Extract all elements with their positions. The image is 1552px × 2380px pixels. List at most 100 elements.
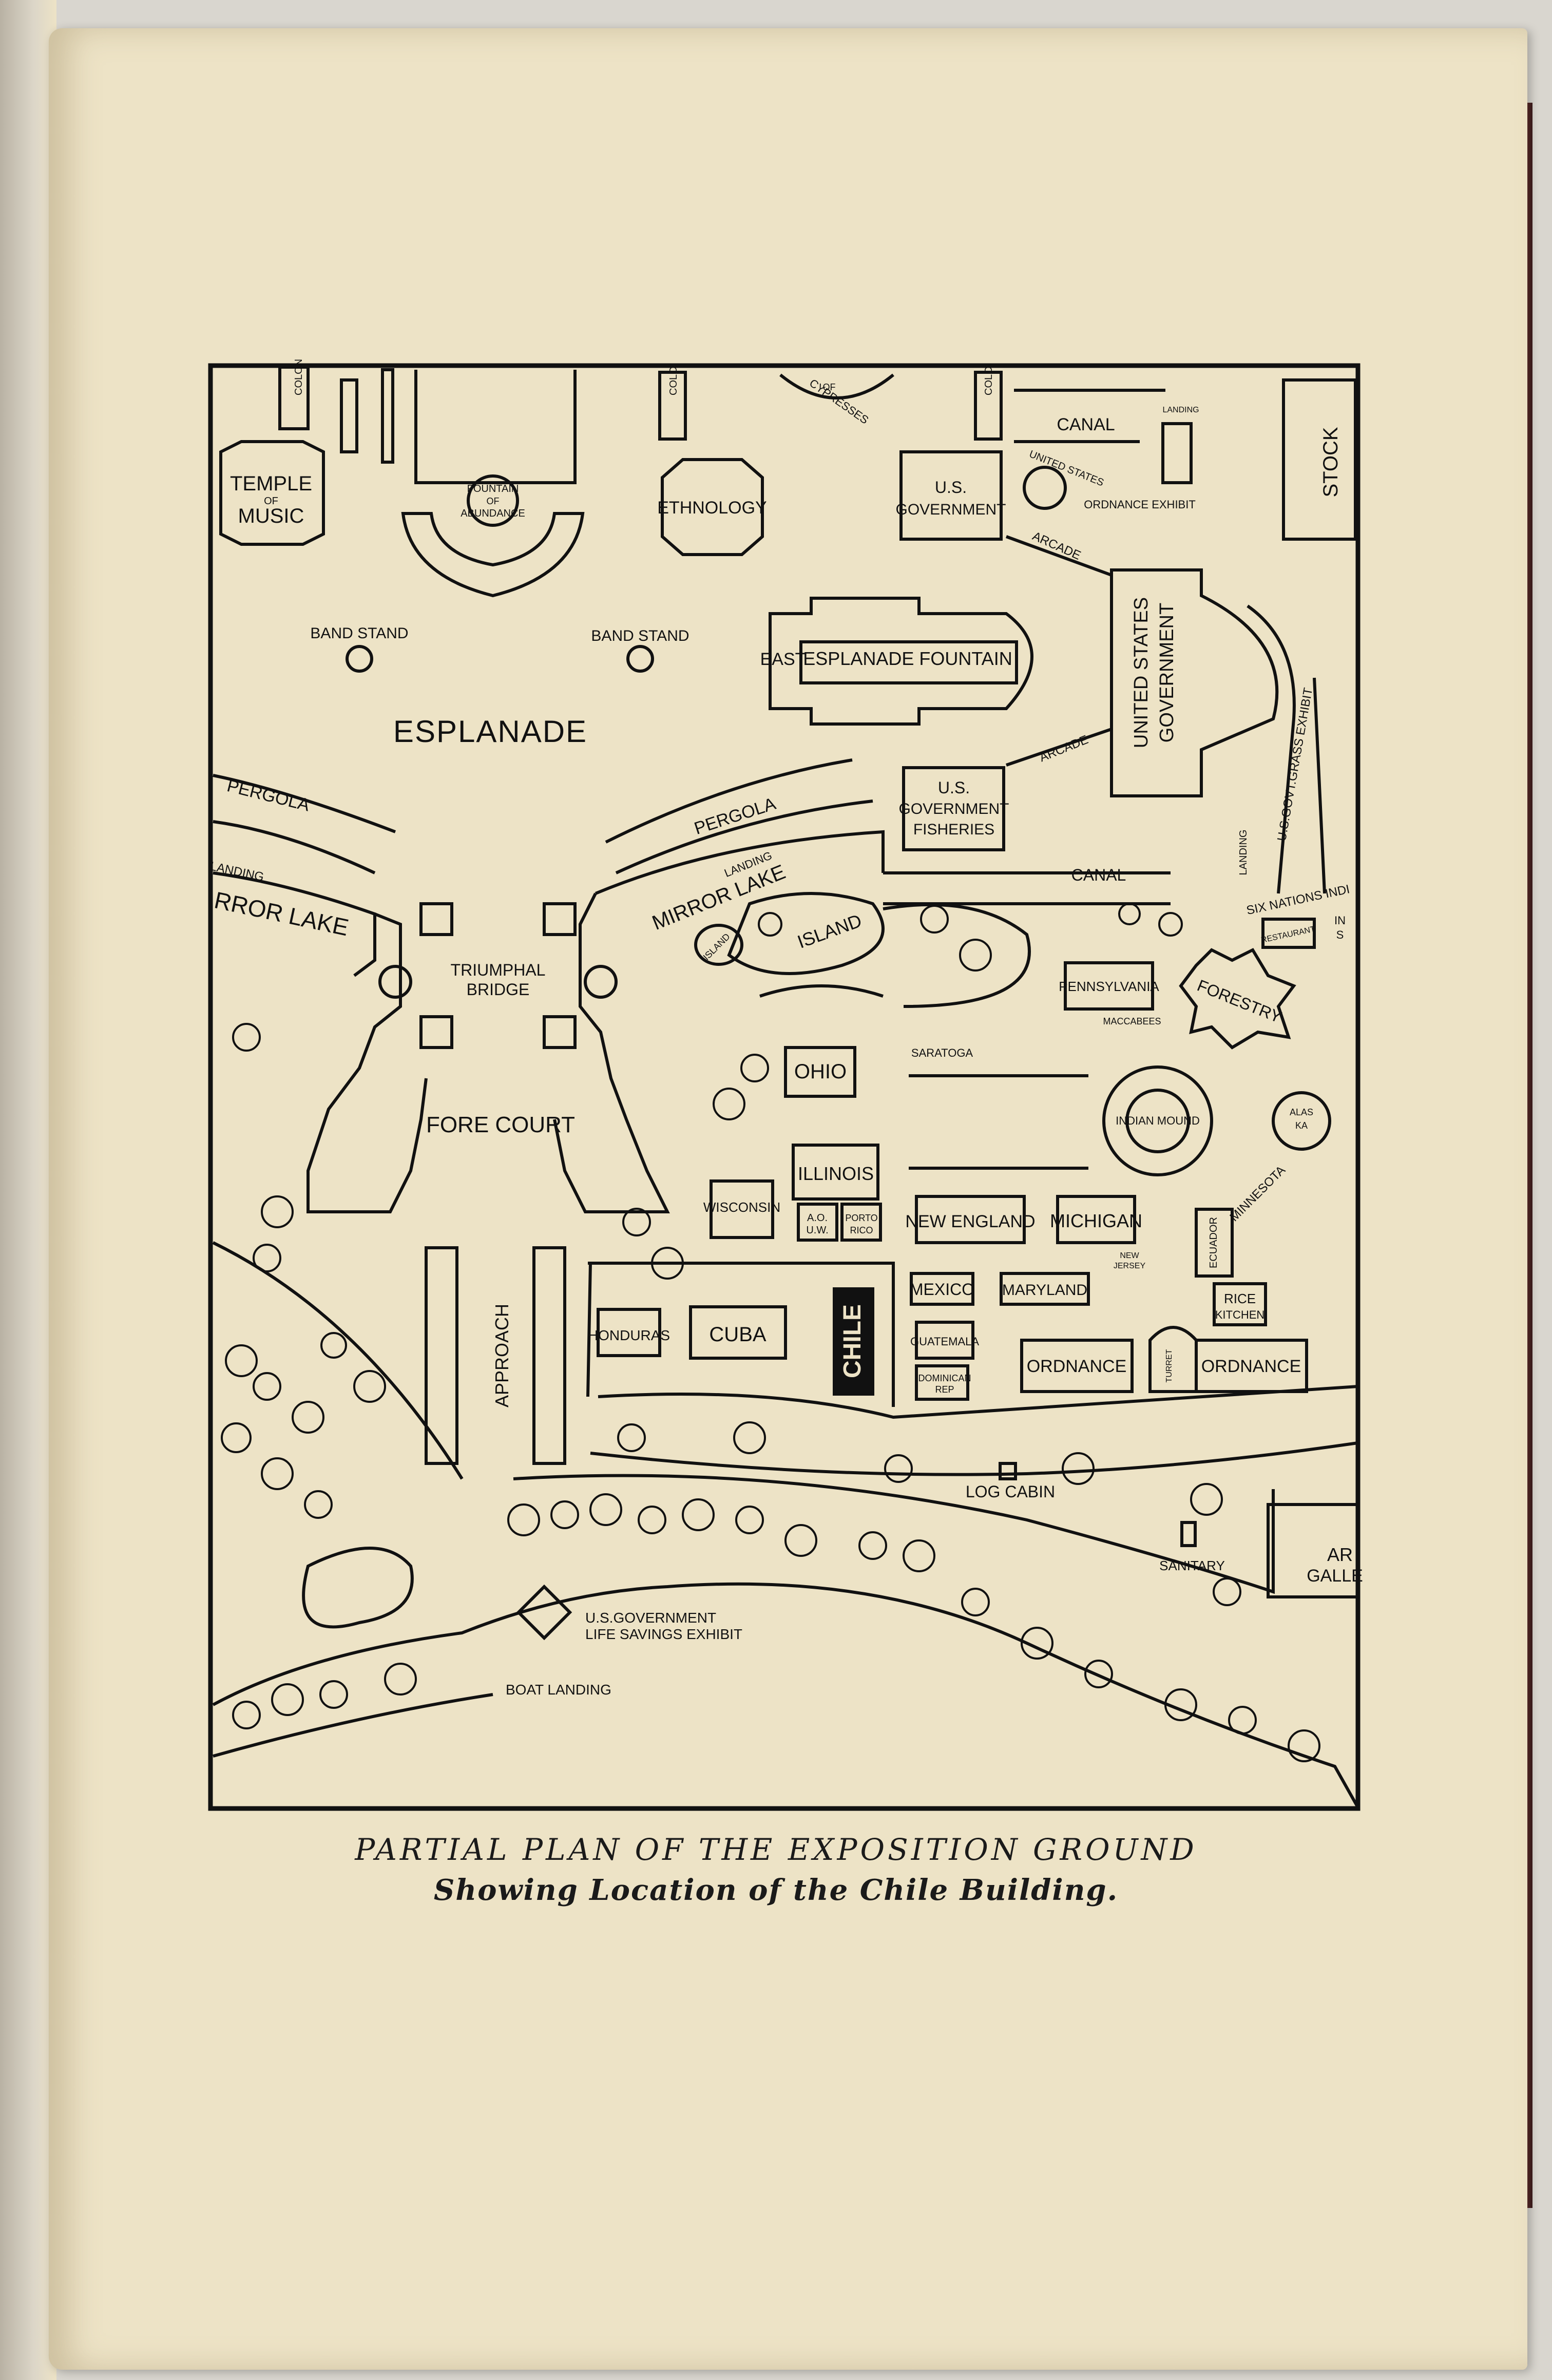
maryland-building	[1000, 1272, 1090, 1306]
new-england-building	[915, 1195, 1026, 1244]
label-maccabees: MACCABEES	[1103, 1016, 1161, 1026]
label-colonnade-mid: COLO	[668, 366, 679, 395]
ethnology-building	[661, 458, 764, 556]
bridge-statue	[419, 1015, 453, 1049]
label-indian-mound: INDIAN MOUND	[1116, 1114, 1200, 1127]
label-bridge: BRIDGE	[467, 980, 530, 999]
canal-top	[1014, 389, 1165, 443]
label-life-savings-2: LIFE SAVINGS EXHIBIT	[585, 1626, 742, 1642]
dominican-rep-building	[915, 1364, 969, 1401]
united-states-circle	[1023, 466, 1067, 510]
fountain-of-abundance-basin	[467, 474, 519, 527]
label-art: AR	[1327, 1544, 1353, 1565]
label-log-cabin: LOG CABIN	[966, 1482, 1055, 1501]
esplanade-fountain-basin	[799, 640, 1018, 684]
label-ecuador: ECUADOR	[1208, 1217, 1219, 1268]
map-caption-subtitle: Showing Location of the Chile Building.	[433, 1873, 1119, 1907]
island	[727, 892, 885, 975]
label-new-england: NEW ENGLAND	[905, 1212, 1035, 1231]
indian-mound-outer	[1102, 1065, 1213, 1176]
label-landing-right: LANDING	[1238, 830, 1249, 875]
label-united-states-govt-1: UNITED STATES	[1131, 597, 1152, 748]
label-aouw-2: U.W.	[806, 1225, 828, 1236]
pergola-right-inner	[615, 799, 873, 874]
life-savings-station	[516, 1584, 572, 1641]
label-turret: TURRET	[1165, 1349, 1174, 1382]
ohio-building	[784, 1046, 856, 1098]
label-cuba: CUBA	[709, 1323, 766, 1346]
label-rico: RICO	[850, 1225, 873, 1235]
ordnance-exhibit	[1161, 422, 1193, 484]
label-colonnade-left: COLON	[293, 359, 304, 395]
bridge-pylon-right	[584, 965, 618, 999]
label-fisheries-us: U.S.	[938, 778, 970, 797]
label-fore-court: FORE COURT	[426, 1112, 575, 1137]
colonnade-left	[278, 366, 310, 430]
michigan-building	[1056, 1195, 1136, 1244]
lagoon-bridge	[759, 984, 884, 998]
label-honduras: HONDURAS	[588, 1327, 670, 1343]
label-band-stand-left: BAND STAND	[310, 625, 408, 642]
honduras-building	[597, 1308, 661, 1357]
label-fisheries: FISHERIES	[913, 821, 994, 838]
bridge-pylon-left	[378, 965, 412, 999]
bridge-statue	[419, 902, 453, 936]
label-boat-landing: BOAT LANDING	[506, 1682, 611, 1698]
lagoon-right	[883, 903, 1031, 1008]
cuba-building	[689, 1305, 787, 1360]
pergola-right	[605, 758, 853, 844]
bridge-statue	[543, 1015, 577, 1049]
mirror-lake-left-shore	[213, 871, 376, 977]
label-ohio: OHIO	[794, 1060, 847, 1083]
approach-left-rows	[425, 1246, 458, 1465]
us-government-building-top	[899, 450, 1003, 541]
road-left	[212, 1241, 464, 1480]
alaska-building	[1272, 1091, 1331, 1151]
court-of-cypresses	[779, 373, 894, 399]
label-aouw-1: A.O.	[807, 1212, 828, 1224]
road-lower	[513, 1474, 1275, 1594]
arcade-lower	[1006, 728, 1112, 767]
aouw-building	[797, 1203, 838, 1242]
label-approach: APPROACH	[491, 1304, 512, 1407]
grass-exhibit-border	[1313, 677, 1326, 894]
band-stand-right	[626, 645, 654, 673]
label-landing-top: LANDING	[1162, 406, 1199, 414]
label-saratoga: SARATOGA	[911, 1046, 973, 1059]
boat-landing-shore	[213, 1693, 493, 1758]
label-porto: PORTO	[845, 1213, 877, 1223]
indian-mound-inner	[1125, 1089, 1190, 1153]
guatemala-building	[915, 1321, 974, 1360]
book-spine-shadow	[0, 0, 56, 2380]
label-jersey: JERSEY	[1114, 1262, 1146, 1270]
mexico-building	[910, 1272, 974, 1306]
label-temple: TEMPLE	[230, 472, 312, 495]
label-illinois: ILLINOIS	[798, 1163, 874, 1184]
ordnance-left-building	[1020, 1339, 1134, 1393]
us-government-main-building	[1110, 568, 1279, 797]
us-fisheries-building	[902, 766, 1005, 851]
porto-rico-building	[840, 1203, 882, 1242]
temple-of-music-building	[219, 440, 325, 546]
label-maryland: MARYLAND	[1002, 1282, 1087, 1299]
illinois-building	[792, 1144, 879, 1201]
label-s: S	[1336, 928, 1344, 941]
label-canal-mid: CANAL	[1071, 866, 1126, 884]
map-frame	[208, 363, 1361, 1811]
label-in: IN	[1334, 914, 1346, 927]
chile-building	[833, 1287, 874, 1396]
label-ordnance-exhibit: ORDNANCE EXHIBIT	[1084, 498, 1196, 511]
sanitary-building	[1180, 1521, 1197, 1547]
art-gallery-building	[1267, 1503, 1359, 1598]
column-block	[340, 378, 358, 453]
colonnade-mid2	[974, 371, 1003, 441]
esplanade-fountain	[769, 597, 1033, 726]
label-cypresses-of: OF	[823, 382, 836, 392]
wisconsin-building	[710, 1179, 774, 1239]
label-united-states-govt-2: GOVERNMENT	[1156, 603, 1178, 742]
label-stock: STOCK	[1319, 427, 1342, 497]
fountain-court	[414, 370, 577, 484]
label-colonnade-mid2: COLO	[983, 366, 994, 395]
label-triumphal: TRIUMPHAL	[451, 961, 546, 979]
